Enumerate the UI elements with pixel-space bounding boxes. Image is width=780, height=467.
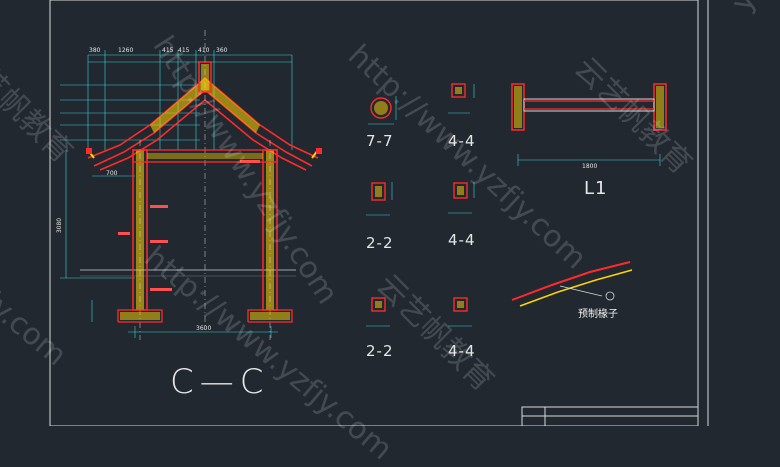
section-cc-title: C—C xyxy=(170,362,270,402)
dim-top-6: 360 xyxy=(216,47,228,54)
prefab-rafter xyxy=(511,261,633,307)
beam-l1 xyxy=(511,83,667,166)
detail-44-title-1: 4-4 xyxy=(448,132,476,150)
detail-44-set xyxy=(371,83,468,312)
dim-height: 3080 xyxy=(56,217,64,234)
rafter-caption: 预制椽子 xyxy=(578,309,618,320)
dim-top-4: 415 xyxy=(178,47,190,54)
dim-eave: 700 xyxy=(106,170,118,177)
dim-top-1: 380 xyxy=(89,47,101,54)
dim-beam: 1800 xyxy=(582,163,598,170)
detail-44-title-3: 4-4 xyxy=(448,342,476,360)
dim-span: 3600 xyxy=(196,325,212,332)
dim-top-2: 1260 xyxy=(118,47,134,54)
dim-top-5: 410 xyxy=(198,47,210,54)
beam-l1-title: L1 xyxy=(584,178,608,199)
section-cc-drawing xyxy=(60,30,322,340)
drawing-frame xyxy=(49,0,709,426)
cad-drawing-canvas xyxy=(49,0,709,426)
detail-22-title-2: 2-2 xyxy=(366,342,394,360)
dim-top-3: 415 xyxy=(162,47,174,54)
detail-77-title: 7-7 xyxy=(366,132,394,150)
detail-77 xyxy=(368,96,397,125)
detail-22-title-1: 2-2 xyxy=(366,234,394,252)
detail-44-title-2: 4-4 xyxy=(448,231,476,249)
